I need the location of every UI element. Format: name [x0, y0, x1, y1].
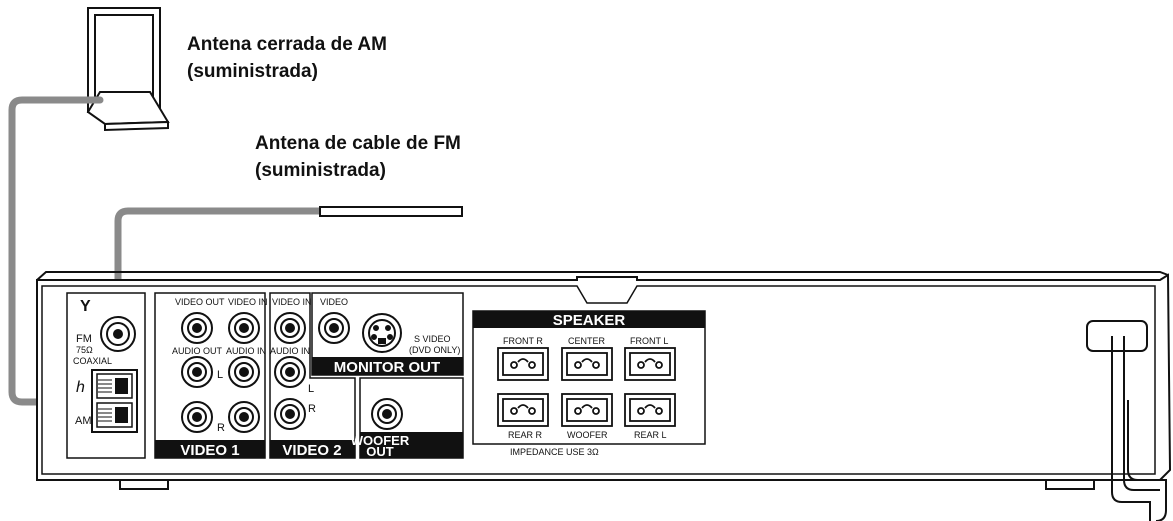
am-loop-antenna [86, 7, 170, 132]
video1-video-out-label: VIDEO OUT [175, 297, 225, 307]
speaker-front-l-label: FRONT L [630, 336, 668, 346]
speaker-panel: SPEAKER FRONT R CENTER FRONT L REAR R WO… [472, 310, 706, 457]
speaker-rear-r-terminal[interactable] [497, 393, 549, 427]
video2-audio-in-l-jack[interactable] [274, 356, 306, 388]
video1-panel: VIDEO OUT VIDEO IN AUDIO OUT AUDIO IN L … [154, 292, 268, 459]
fm-antenna-label-line2: (suministrada) [255, 160, 386, 181]
video2-audio-in-r-jack[interactable] [274, 398, 306, 430]
am-antenna-label-line2: (suministrada) [187, 61, 318, 82]
speaker-center-terminal[interactable] [561, 347, 613, 381]
ground-symbol-icon: h [76, 379, 85, 396]
video2-video-in-label: VIDEO IN [272, 297, 312, 307]
woofer-out-line2: OUT [366, 444, 394, 459]
fm-coaxial-jack[interactable] [100, 316, 136, 352]
speaker-rear-r-label: REAR R [508, 430, 543, 440]
speaker-rear-l-terminal[interactable] [624, 393, 676, 427]
speaker-title: SPEAKER [553, 312, 626, 329]
woofer-out-line1: WOOFER [351, 433, 410, 448]
speaker-woofer-label: WOOFER [567, 430, 608, 440]
video1-audio-out-r-jack[interactable] [181, 401, 213, 433]
speaker-center-label: CENTER [568, 336, 606, 346]
video1-video-out-jack[interactable] [181, 312, 213, 344]
video2-video-in-jack[interactable] [274, 312, 306, 344]
video1-l-label: L [217, 369, 223, 381]
monitor-out-title: MONITOR OUT [334, 359, 440, 376]
antenna-icon: Y [80, 298, 91, 315]
speaker-front-r-terminal[interactable] [497, 347, 549, 381]
woofer-out-jack[interactable] [371, 398, 403, 430]
video2-audio-in-label: AUDIO IN [270, 346, 310, 356]
fm-ohm-label: 75Ω [76, 345, 93, 355]
fm-label: FM [76, 333, 92, 345]
video2-l-label: L [308, 383, 314, 395]
video1-audio-out-l-jack[interactable] [181, 356, 213, 388]
video2-r-label: R [308, 403, 316, 415]
monitor-video-label: VIDEO [320, 297, 348, 307]
speaker-woofer-terminal[interactable] [561, 393, 613, 427]
speaker-front-r-label: FRONT R [503, 336, 543, 346]
am-terminal-block[interactable] [91, 369, 138, 433]
video1-video-in-label: VIDEO IN [228, 297, 268, 307]
monitor-out-panel: VIDEO S VIDEO (DVD ONLY) MONITOR OUT [311, 292, 464, 376]
antenna-panel: Y FM 75Ω COAXIAL AM h [66, 292, 146, 459]
fm-antenna-label-line1: Antena de cable de FM [255, 133, 461, 154]
fm-wire-antenna [319, 206, 463, 217]
am-label: AM [75, 415, 92, 427]
monitor-s-video-label: S VIDEO [414, 334, 451, 344]
video1-video-in-jack[interactable] [228, 312, 260, 344]
video1-r-label: R [217, 422, 225, 434]
woofer-out-panel: WOOFER OUT [351, 377, 464, 459]
speaker-rear-l-label: REAR L [634, 430, 667, 440]
video2-title: VIDEO 2 [282, 442, 341, 459]
monitor-dvd-only-label: (DVD ONLY) [409, 345, 460, 355]
video2-panel: VIDEO IN AUDIO IN L R VIDEO 2 [269, 292, 356, 459]
speaker-impedance-label: IMPEDANCE USE 3Ω [510, 447, 599, 457]
video1-audio-out-label: AUDIO OUT [172, 346, 223, 356]
s-video-jack[interactable] [362, 313, 402, 353]
am-antenna-label-line1: Antena cerrada de AM [187, 34, 387, 55]
ac-power-cord [1086, 320, 1167, 521]
fm-coaxial-label: COAXIAL [73, 356, 112, 366]
monitor-video-jack[interactable] [318, 312, 350, 344]
speaker-front-l-terminal[interactable] [624, 347, 676, 381]
video1-audio-in-r-jack[interactable] [228, 401, 260, 433]
video1-title: VIDEO 1 [180, 442, 239, 459]
video1-audio-in-l-jack[interactable] [228, 356, 260, 388]
video1-audio-in-label: AUDIO IN [226, 346, 266, 356]
